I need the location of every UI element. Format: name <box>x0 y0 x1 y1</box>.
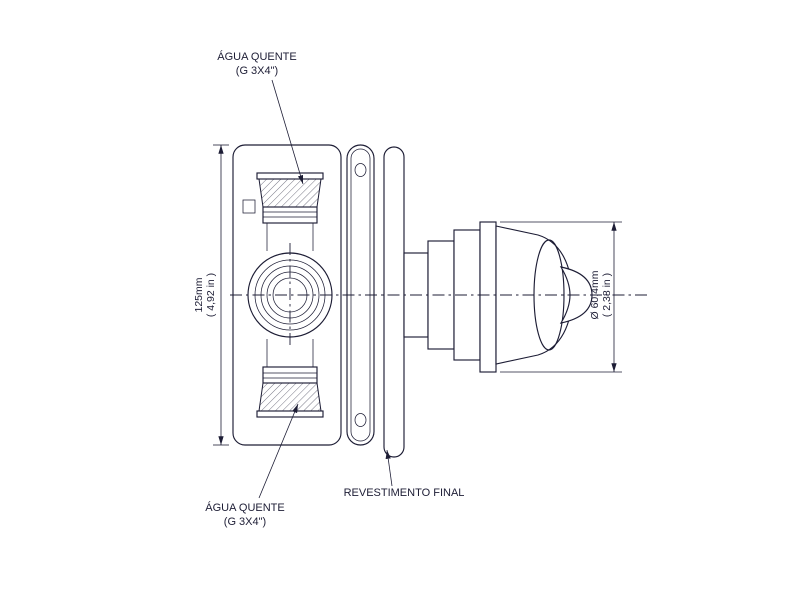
leader-line <box>385 449 393 487</box>
screw-hole-top <box>354 163 367 177</box>
height-inches-label: ( 4,92 in ) <box>205 273 217 317</box>
hot-water-top-thread-label: (G 3X4") <box>236 65 278 77</box>
hot-water-bottom-label: ÁGUA QUENTE <box>205 501 284 514</box>
wall-finish-label: REVESTIMENTO FINAL <box>344 487 465 499</box>
callout-hot-water-bottom: ÁGUA QUENTE (G 3X4") <box>205 403 299 528</box>
leader-line <box>258 403 299 499</box>
top-inlet-thread <box>258 178 322 208</box>
bottom-inlet-connection <box>256 339 324 418</box>
hot-water-top-label: ÁGUA QUENTE <box>217 50 296 63</box>
wall-finish-layer <box>383 146 405 458</box>
callout-wall-finish: REVESTIMENTO FINAL <box>344 449 465 499</box>
callout-hot-water-top: ÁGUA QUENTE (G 3X4") <box>217 50 304 185</box>
hot-water-bottom-thread-label: (G 3X4") <box>224 516 266 528</box>
knob-base-ring <box>479 221 497 373</box>
dimension-height: 125mm ( 4,92 in ) <box>193 144 229 446</box>
height-value-label: 125mm <box>193 277 205 312</box>
bottom-inlet-band <box>262 366 318 384</box>
bottom-inlet-thread <box>258 382 322 412</box>
top-inlet-band <box>262 206 318 224</box>
handle-knob <box>479 221 593 373</box>
diameter-inches-label: ( 2,38 in ) <box>601 273 613 317</box>
diameter-value-label: Ø 60,4mm <box>589 270 601 319</box>
side-plug <box>242 199 256 214</box>
screw-hole-bottom <box>354 413 367 427</box>
dimension-knob-diameter: Ø 60,4mm ( 2,38 in ) <box>500 221 622 373</box>
leader-line <box>271 79 304 185</box>
